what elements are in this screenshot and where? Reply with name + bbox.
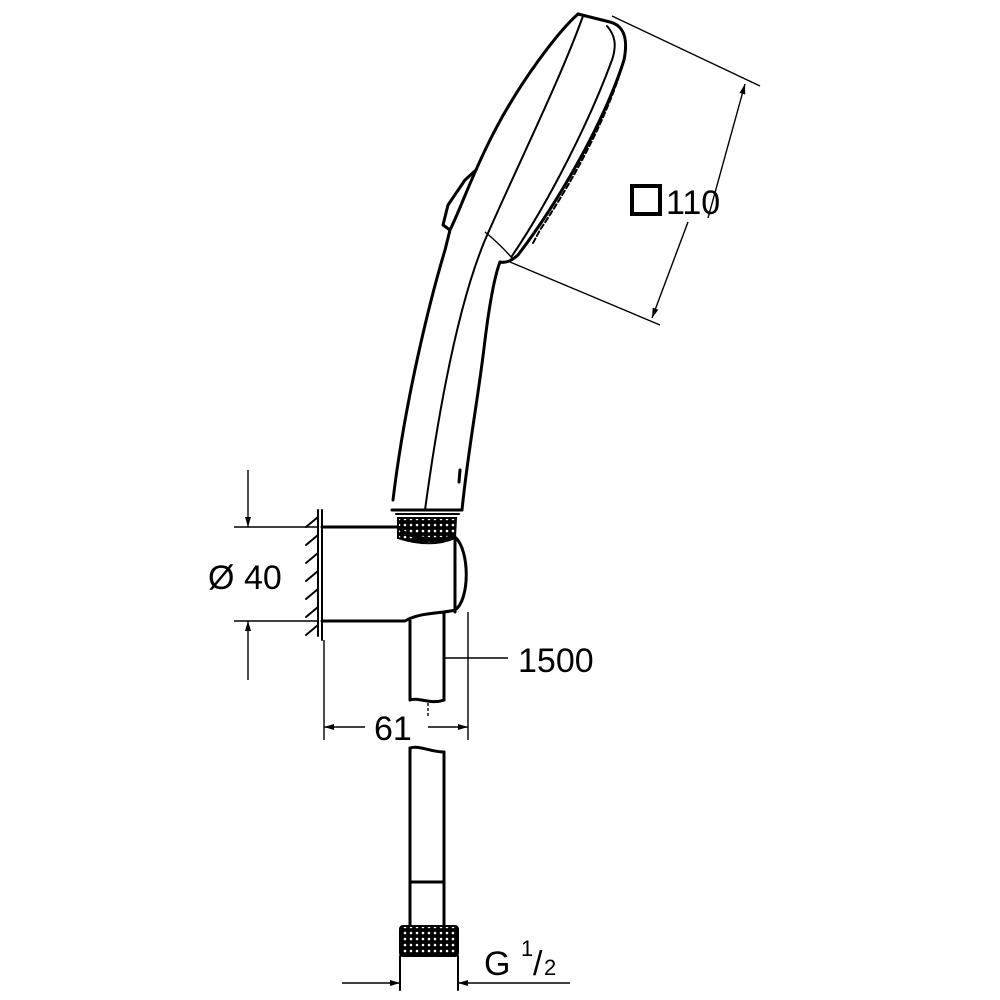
hose-length-value: 1500 — [518, 642, 594, 680]
hose-upper — [408, 610, 446, 718]
handle-inner-line — [424, 15, 584, 511]
thread-separator: / — [533, 945, 543, 983]
dimension-head-size — [509, 15, 761, 326]
diameter-symbol: Ø — [208, 559, 234, 597]
spray-button-icon — [441, 168, 478, 232]
head-face-outline — [498, 12, 628, 264]
dimension-holder-diameter — [234, 470, 318, 680]
handle-outline-back — [391, 12, 580, 502]
square-icon — [630, 184, 662, 216]
head-size-value: 110 — [666, 184, 720, 222]
holder-projection-value: 61 — [374, 710, 412, 748]
hand-shower — [390, 12, 628, 515]
hose-lower — [408, 745, 446, 928]
handle-outline-front — [460, 260, 502, 512]
thread-denominator: 2 — [544, 955, 556, 980]
hose-knurled-nut — [399, 925, 459, 957]
holder-diameter-value: 40 — [244, 559, 282, 597]
thread-numerator: 1 — [521, 936, 533, 961]
dimension-holder-projection — [323, 612, 469, 740]
thread-prefix: G — [484, 945, 510, 983]
holder-body — [320, 525, 468, 623]
handle-marker — [457, 468, 462, 484]
wall-holder — [305, 509, 468, 641]
spray-nozzles-icon — [531, 59, 625, 246]
head-neck-seam — [484, 231, 513, 259]
wall-hatch-icon — [305, 516, 319, 636]
head-face-inner — [511, 25, 616, 257]
